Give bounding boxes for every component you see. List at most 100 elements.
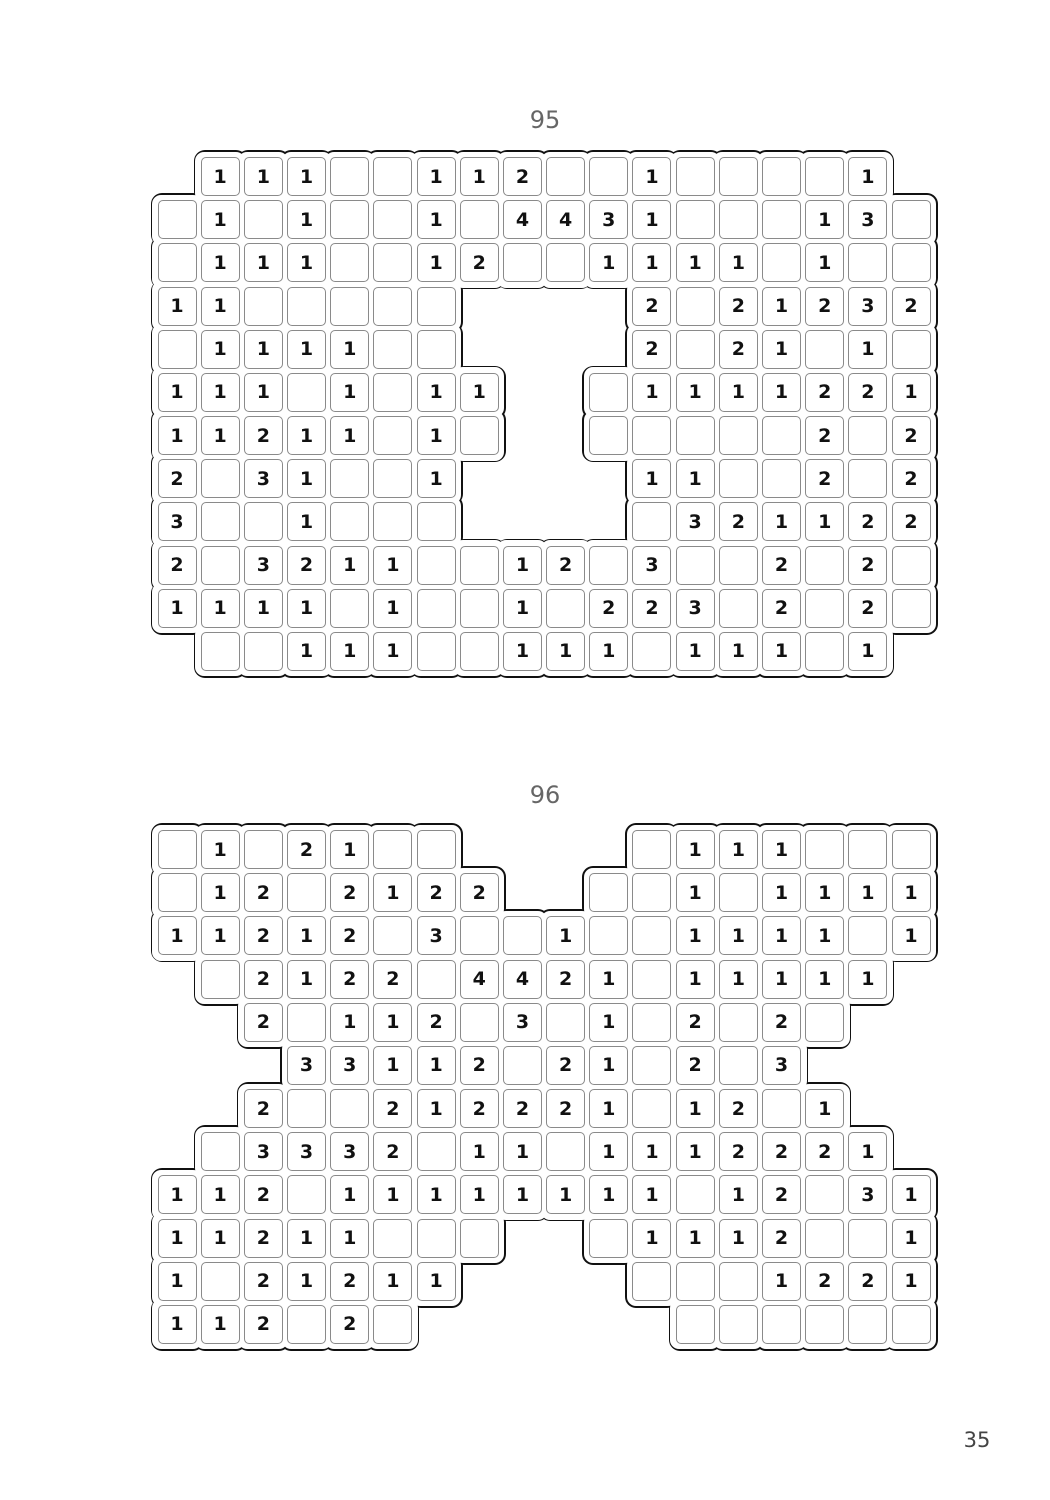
clue-cell[interactable]: 1 xyxy=(675,959,715,999)
empty-cell[interactable] xyxy=(805,631,845,671)
clue-cell[interactable]: 2 xyxy=(891,459,931,499)
clue-cell[interactable]: 2 xyxy=(546,1045,586,1085)
clue-cell[interactable]: 1 xyxy=(805,873,845,913)
clue-cell[interactable]: 2 xyxy=(891,416,931,456)
clue-cell[interactable]: 3 xyxy=(243,459,283,499)
empty-cell[interactable] xyxy=(459,200,499,240)
clue-cell[interactable]: 2 xyxy=(330,1261,370,1301)
clue-cell[interactable]: 3 xyxy=(762,1045,802,1085)
clue-cell[interactable]: 1 xyxy=(243,157,283,196)
clue-cell[interactable]: 1 xyxy=(589,1175,629,1215)
clue-cell[interactable]: 4 xyxy=(546,200,586,240)
clue-cell[interactable]: 3 xyxy=(848,200,888,240)
empty-cell[interactable] xyxy=(848,416,888,456)
clue-cell[interactable]: 3 xyxy=(675,502,715,542)
empty-cell[interactable] xyxy=(459,416,499,456)
clue-cell[interactable]: 2 xyxy=(243,1304,283,1344)
clue-cell[interactable]: 1 xyxy=(848,959,888,999)
clue-cell[interactable]: 2 xyxy=(891,286,931,326)
empty-cell[interactable] xyxy=(459,1218,499,1258)
empty-cell[interactable] xyxy=(589,916,629,956)
empty-cell[interactable] xyxy=(416,545,456,585)
clue-cell[interactable]: 1 xyxy=(157,1304,197,1344)
clue-cell[interactable]: 1 xyxy=(416,1175,456,1215)
empty-cell[interactable] xyxy=(718,1304,758,1344)
empty-cell[interactable] xyxy=(459,916,499,956)
clue-cell[interactable]: 2 xyxy=(762,1002,802,1042)
clue-cell[interactable]: 1 xyxy=(287,502,327,542)
clue-cell[interactable]: 2 xyxy=(718,1089,758,1129)
clue-cell[interactable]: 4 xyxy=(502,200,542,240)
empty-cell[interactable] xyxy=(459,545,499,585)
empty-cell[interactable] xyxy=(848,916,888,956)
clue-cell[interactable]: 1 xyxy=(287,1261,327,1301)
empty-cell[interactable] xyxy=(330,502,370,542)
clue-cell[interactable]: 1 xyxy=(330,1218,370,1258)
clue-cell[interactable]: 1 xyxy=(416,1261,456,1301)
empty-cell[interactable] xyxy=(848,830,888,869)
clue-cell[interactable]: 1 xyxy=(330,545,370,585)
empty-cell[interactable] xyxy=(718,1002,758,1042)
clue-cell[interactable]: 3 xyxy=(502,1002,542,1042)
clue-cell[interactable]: 1 xyxy=(157,416,197,456)
clue-cell[interactable]: 1 xyxy=(805,916,845,956)
clue-cell[interactable]: 1 xyxy=(200,157,240,196)
clue-cell[interactable]: 3 xyxy=(243,1132,283,1172)
empty-cell[interactable] xyxy=(243,502,283,542)
empty-cell[interactable] xyxy=(416,830,456,869)
clue-cell[interactable]: 1 xyxy=(848,631,888,671)
empty-cell[interactable] xyxy=(546,588,586,628)
empty-cell[interactable] xyxy=(373,1218,413,1258)
clue-cell[interactable]: 1 xyxy=(848,157,888,196)
empty-cell[interactable] xyxy=(632,959,672,999)
clue-cell[interactable]: 1 xyxy=(632,157,672,196)
empty-cell[interactable] xyxy=(848,1304,888,1344)
clue-cell[interactable]: 1 xyxy=(891,916,931,956)
empty-cell[interactable] xyxy=(200,502,240,542)
clue-cell[interactable]: 2 xyxy=(243,416,283,456)
empty-cell[interactable] xyxy=(805,1002,845,1042)
empty-cell[interactable] xyxy=(546,1002,586,1042)
clue-cell[interactable]: 1 xyxy=(200,873,240,913)
clue-cell[interactable]: 1 xyxy=(762,959,802,999)
clue-cell[interactable]: 1 xyxy=(287,157,327,196)
empty-cell[interactable] xyxy=(157,243,197,283)
clue-cell[interactable]: 1 xyxy=(330,329,370,369)
clue-cell[interactable]: 1 xyxy=(762,830,802,869)
clue-cell[interactable]: 1 xyxy=(200,916,240,956)
clue-cell[interactable]: 1 xyxy=(632,243,672,283)
clue-cell[interactable]: 2 xyxy=(459,1089,499,1129)
empty-cell[interactable] xyxy=(718,1045,758,1085)
empty-cell[interactable] xyxy=(762,1304,802,1344)
empty-cell[interactable] xyxy=(589,873,629,913)
empty-cell[interactable] xyxy=(416,959,456,999)
clue-cell[interactable]: 1 xyxy=(805,200,845,240)
empty-cell[interactable] xyxy=(762,200,802,240)
clue-cell[interactable]: 1 xyxy=(718,243,758,283)
clue-cell[interactable]: 2 xyxy=(805,286,845,326)
empty-cell[interactable] xyxy=(718,588,758,628)
clue-cell[interactable]: 1 xyxy=(718,631,758,671)
empty-cell[interactable] xyxy=(373,372,413,412)
empty-cell[interactable] xyxy=(891,545,931,585)
clue-cell[interactable]: 2 xyxy=(848,372,888,412)
clue-cell[interactable]: 1 xyxy=(718,372,758,412)
empty-cell[interactable] xyxy=(373,916,413,956)
clue-cell[interactable]: 1 xyxy=(416,243,456,283)
clue-cell[interactable]: 1 xyxy=(502,588,542,628)
clue-cell[interactable]: 1 xyxy=(718,1218,758,1258)
clue-cell[interactable]: 2 xyxy=(373,1132,413,1172)
clue-cell[interactable]: 1 xyxy=(675,243,715,283)
empty-cell[interactable] xyxy=(157,873,197,913)
empty-cell[interactable] xyxy=(459,1002,499,1042)
clue-cell[interactable]: 2 xyxy=(762,1218,802,1258)
clue-cell[interactable]: 1 xyxy=(330,830,370,869)
clue-cell[interactable]: 1 xyxy=(589,631,629,671)
clue-cell[interactable]: 2 xyxy=(243,1261,283,1301)
clue-cell[interactable]: 3 xyxy=(416,916,456,956)
clue-cell[interactable]: 1 xyxy=(762,916,802,956)
clue-cell[interactable]: 1 xyxy=(330,1175,370,1215)
empty-cell[interactable] xyxy=(373,459,413,499)
clue-cell[interactable]: 2 xyxy=(632,588,672,628)
clue-cell[interactable]: 1 xyxy=(459,1175,499,1215)
